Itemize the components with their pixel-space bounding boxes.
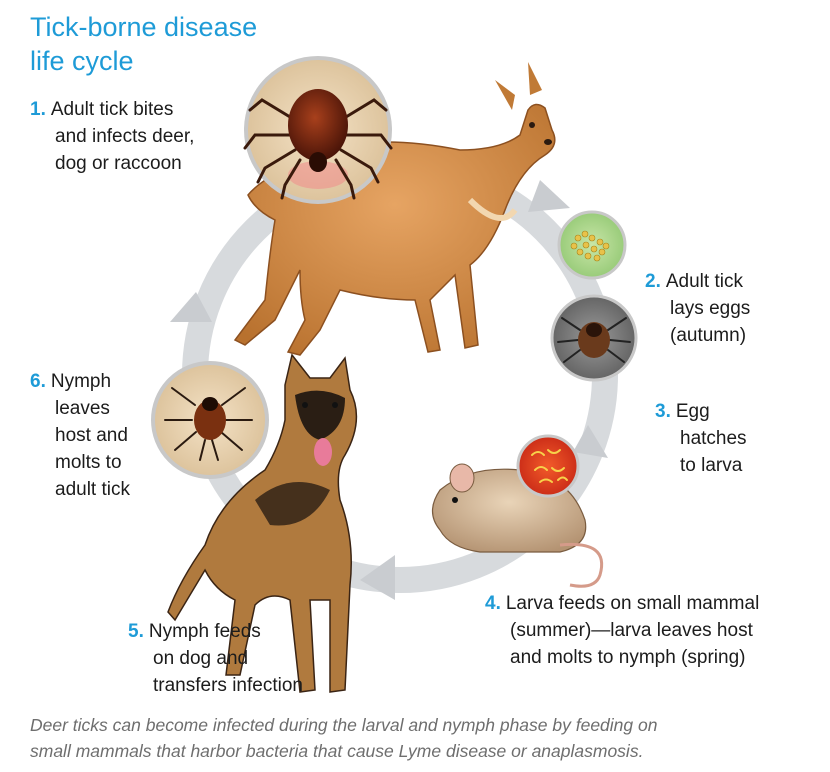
- step-6-number: 6.: [30, 371, 46, 392]
- step-1-number: 1.: [30, 99, 46, 120]
- step-4-line-2: (summer)—larva leaves host: [510, 620, 753, 641]
- step-3-line-1: Egg: [675, 401, 710, 422]
- step-5-number: 5.: [128, 621, 144, 642]
- step-2-line-1: Adult tick: [665, 271, 743, 292]
- larva-inset: [516, 434, 580, 498]
- cycle-arrowhead-southeast: [573, 425, 608, 458]
- step-6-line-2: leaves: [55, 398, 110, 419]
- egg-laying-tick-inset: [550, 294, 638, 382]
- step-1-line-3: dog or raccoon: [55, 153, 182, 174]
- step-4-label: 4.Larva feeds on small mammal (summer)—l…: [485, 590, 759, 671]
- step-1-line-1: Adult tick bites: [50, 99, 174, 120]
- nymph-inset: [151, 361, 269, 479]
- step-4-number: 4.: [485, 593, 501, 614]
- step-6-line-1: Nymph: [50, 371, 112, 392]
- step-3-line-3: to larva: [680, 455, 743, 476]
- eggs-inset: [557, 210, 627, 280]
- caption-line-1: Deer ticks can become infected during th…: [30, 715, 658, 735]
- step-6-label: 6.Nymph leaves host and molts to adult t…: [30, 368, 130, 503]
- dog-illustration: [167, 353, 358, 693]
- title-line-1: Tick-borne disease: [30, 12, 258, 42]
- cycle-arrowhead-south: [360, 555, 395, 600]
- diagram-title: Tick-borne disease life cycle: [30, 10, 330, 78]
- step-4-line-3: and molts to nymph (spring): [510, 647, 746, 668]
- step-2-label: 2.Adult tick lays eggs (autumn): [645, 268, 750, 349]
- cycle-arrowhead-east: [528, 180, 570, 212]
- step-6-line-4: molts to: [55, 452, 122, 473]
- step-4-line-1: Larva feeds on small mammal: [505, 593, 760, 614]
- step-6-line-3: host and: [55, 425, 128, 446]
- step-5-line-1: Nymph feeds: [148, 621, 261, 642]
- step-1-line-2: and infects deer,: [55, 126, 195, 147]
- caption: Deer ticks can become infected during th…: [30, 712, 820, 764]
- step-2-number: 2.: [645, 271, 661, 292]
- step-3-label: 3.Egg hatches to larva: [655, 398, 747, 479]
- step-1-label: 1.Adult tick bites and infects deer, dog…: [30, 96, 194, 177]
- cycle-arrowhead-west: [170, 292, 212, 322]
- title-line-2: life cycle: [30, 46, 134, 76]
- step-5-line-3: transfers infection: [153, 675, 303, 696]
- adult-tick-inset: [243, 56, 393, 204]
- caption-line-2: small mammals that harbor bacteria that …: [30, 741, 644, 761]
- step-2-line-2: lays eggs: [670, 298, 751, 319]
- step-3-number: 3.: [655, 401, 671, 422]
- step-5-label: 5.Nymph feeds on dog and transfers infec…: [128, 618, 303, 699]
- step-3-line-2: hatches: [680, 428, 747, 449]
- step-6-line-5: adult tick: [55, 479, 130, 500]
- step-5-line-2: on dog and: [153, 648, 249, 669]
- step-2-line-3: (autumn): [670, 325, 747, 346]
